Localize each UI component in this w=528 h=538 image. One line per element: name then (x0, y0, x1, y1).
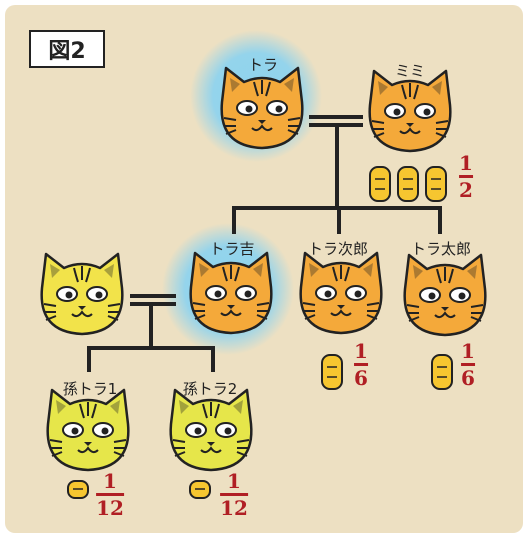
cat-face-icon-magotora1 (46, 388, 130, 472)
share-magotora1-numerator: 1 (103, 469, 117, 493)
share-toratarou-denominator: 6 (461, 366, 475, 390)
share-magotora2: 1 12 (220, 470, 248, 519)
gold-coin-icon-toratarou-1 (431, 354, 453, 390)
share-magotora1-denominator: 12 (96, 496, 124, 520)
share-toratarou: 1 6 (461, 340, 475, 389)
gold-coin-icon-mimi-1 (369, 166, 391, 202)
cat-face-icon-torajiro (299, 251, 383, 335)
share-mimi-denominator: 2 (459, 178, 473, 202)
name-toratarou: トラ太郎 (410, 240, 472, 258)
share-magotora1: 1 12 (96, 470, 124, 519)
cat-face-icon-tora (220, 66, 304, 150)
figure-label: 図2 (29, 30, 105, 68)
name-mimi: ミミ (394, 62, 426, 80)
cat-face-icon-wife (40, 252, 124, 336)
gold-coin-icon-magotora1-1 (67, 480, 89, 499)
share-magotora2-denominator: 12 (220, 496, 248, 520)
cat-face-icon-torakichi (189, 251, 273, 335)
name-tora: トラ (247, 56, 279, 74)
gold-coin-icon-mimi-3 (425, 166, 447, 202)
share-torajiro-numerator: 1 (354, 339, 368, 363)
name-torajiro: トラ次郎 (307, 240, 369, 258)
tree-lines (87, 115, 442, 372)
share-mimi: 1 2 (459, 152, 473, 201)
share-torajiro-denominator: 6 (354, 366, 368, 390)
share-toratarou-numerator: 1 (461, 339, 475, 363)
name-magotora2: 孫トラ2 (182, 380, 238, 398)
gold-coin-icon-mimi-2 (397, 166, 419, 202)
share-torajiro: 1 6 (354, 340, 368, 389)
gold-coin-icon-magotora2-1 (189, 480, 211, 499)
share-mimi-numerator: 1 (459, 151, 473, 175)
name-magotora1: 孫トラ1 (62, 380, 118, 398)
cat-face-icon-toratarou (403, 253, 487, 337)
cat-face-icon-magotora2 (169, 388, 253, 472)
cat-face-icon-mimi (368, 69, 452, 153)
share-magotora2-numerator: 1 (227, 469, 241, 493)
name-torakichi: トラ吉 (209, 240, 255, 258)
gold-coin-icon-torajiro-1 (321, 354, 343, 390)
